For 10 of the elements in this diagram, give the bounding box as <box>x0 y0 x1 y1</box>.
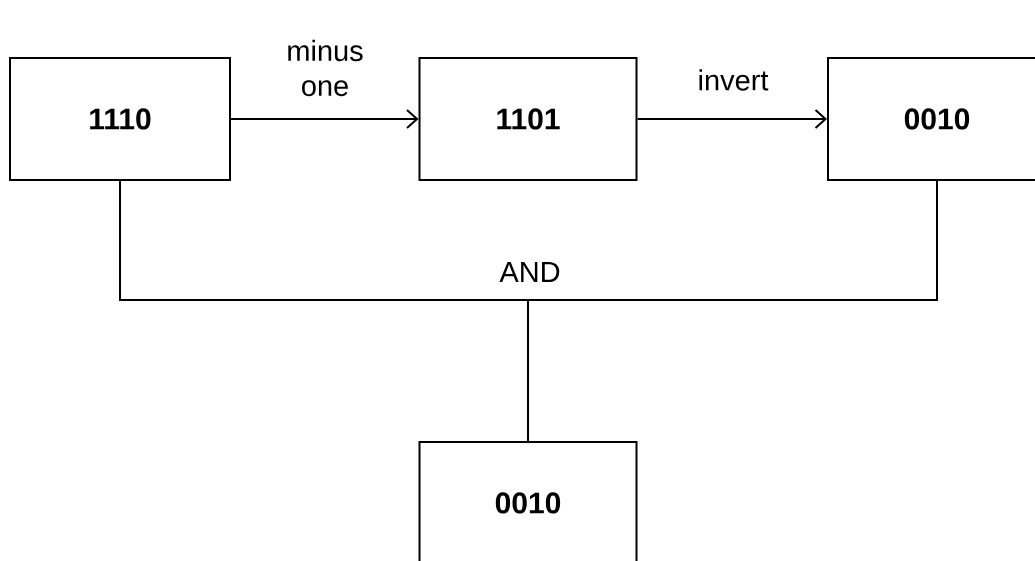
number-box: 0010 <box>827 57 1035 181</box>
number-box: 0010 <box>418 441 638 561</box>
connector-line <box>527 180 938 442</box>
number-box: 1101 <box>418 57 638 181</box>
number-box: 1110 <box>9 57 231 181</box>
operation-label: AND <box>499 262 560 282</box>
edge-label: minus one <box>288 39 363 97</box>
connector-line <box>636 109 827 129</box>
edge-label: invert <box>699 69 769 91</box>
connector-line <box>230 109 419 129</box>
